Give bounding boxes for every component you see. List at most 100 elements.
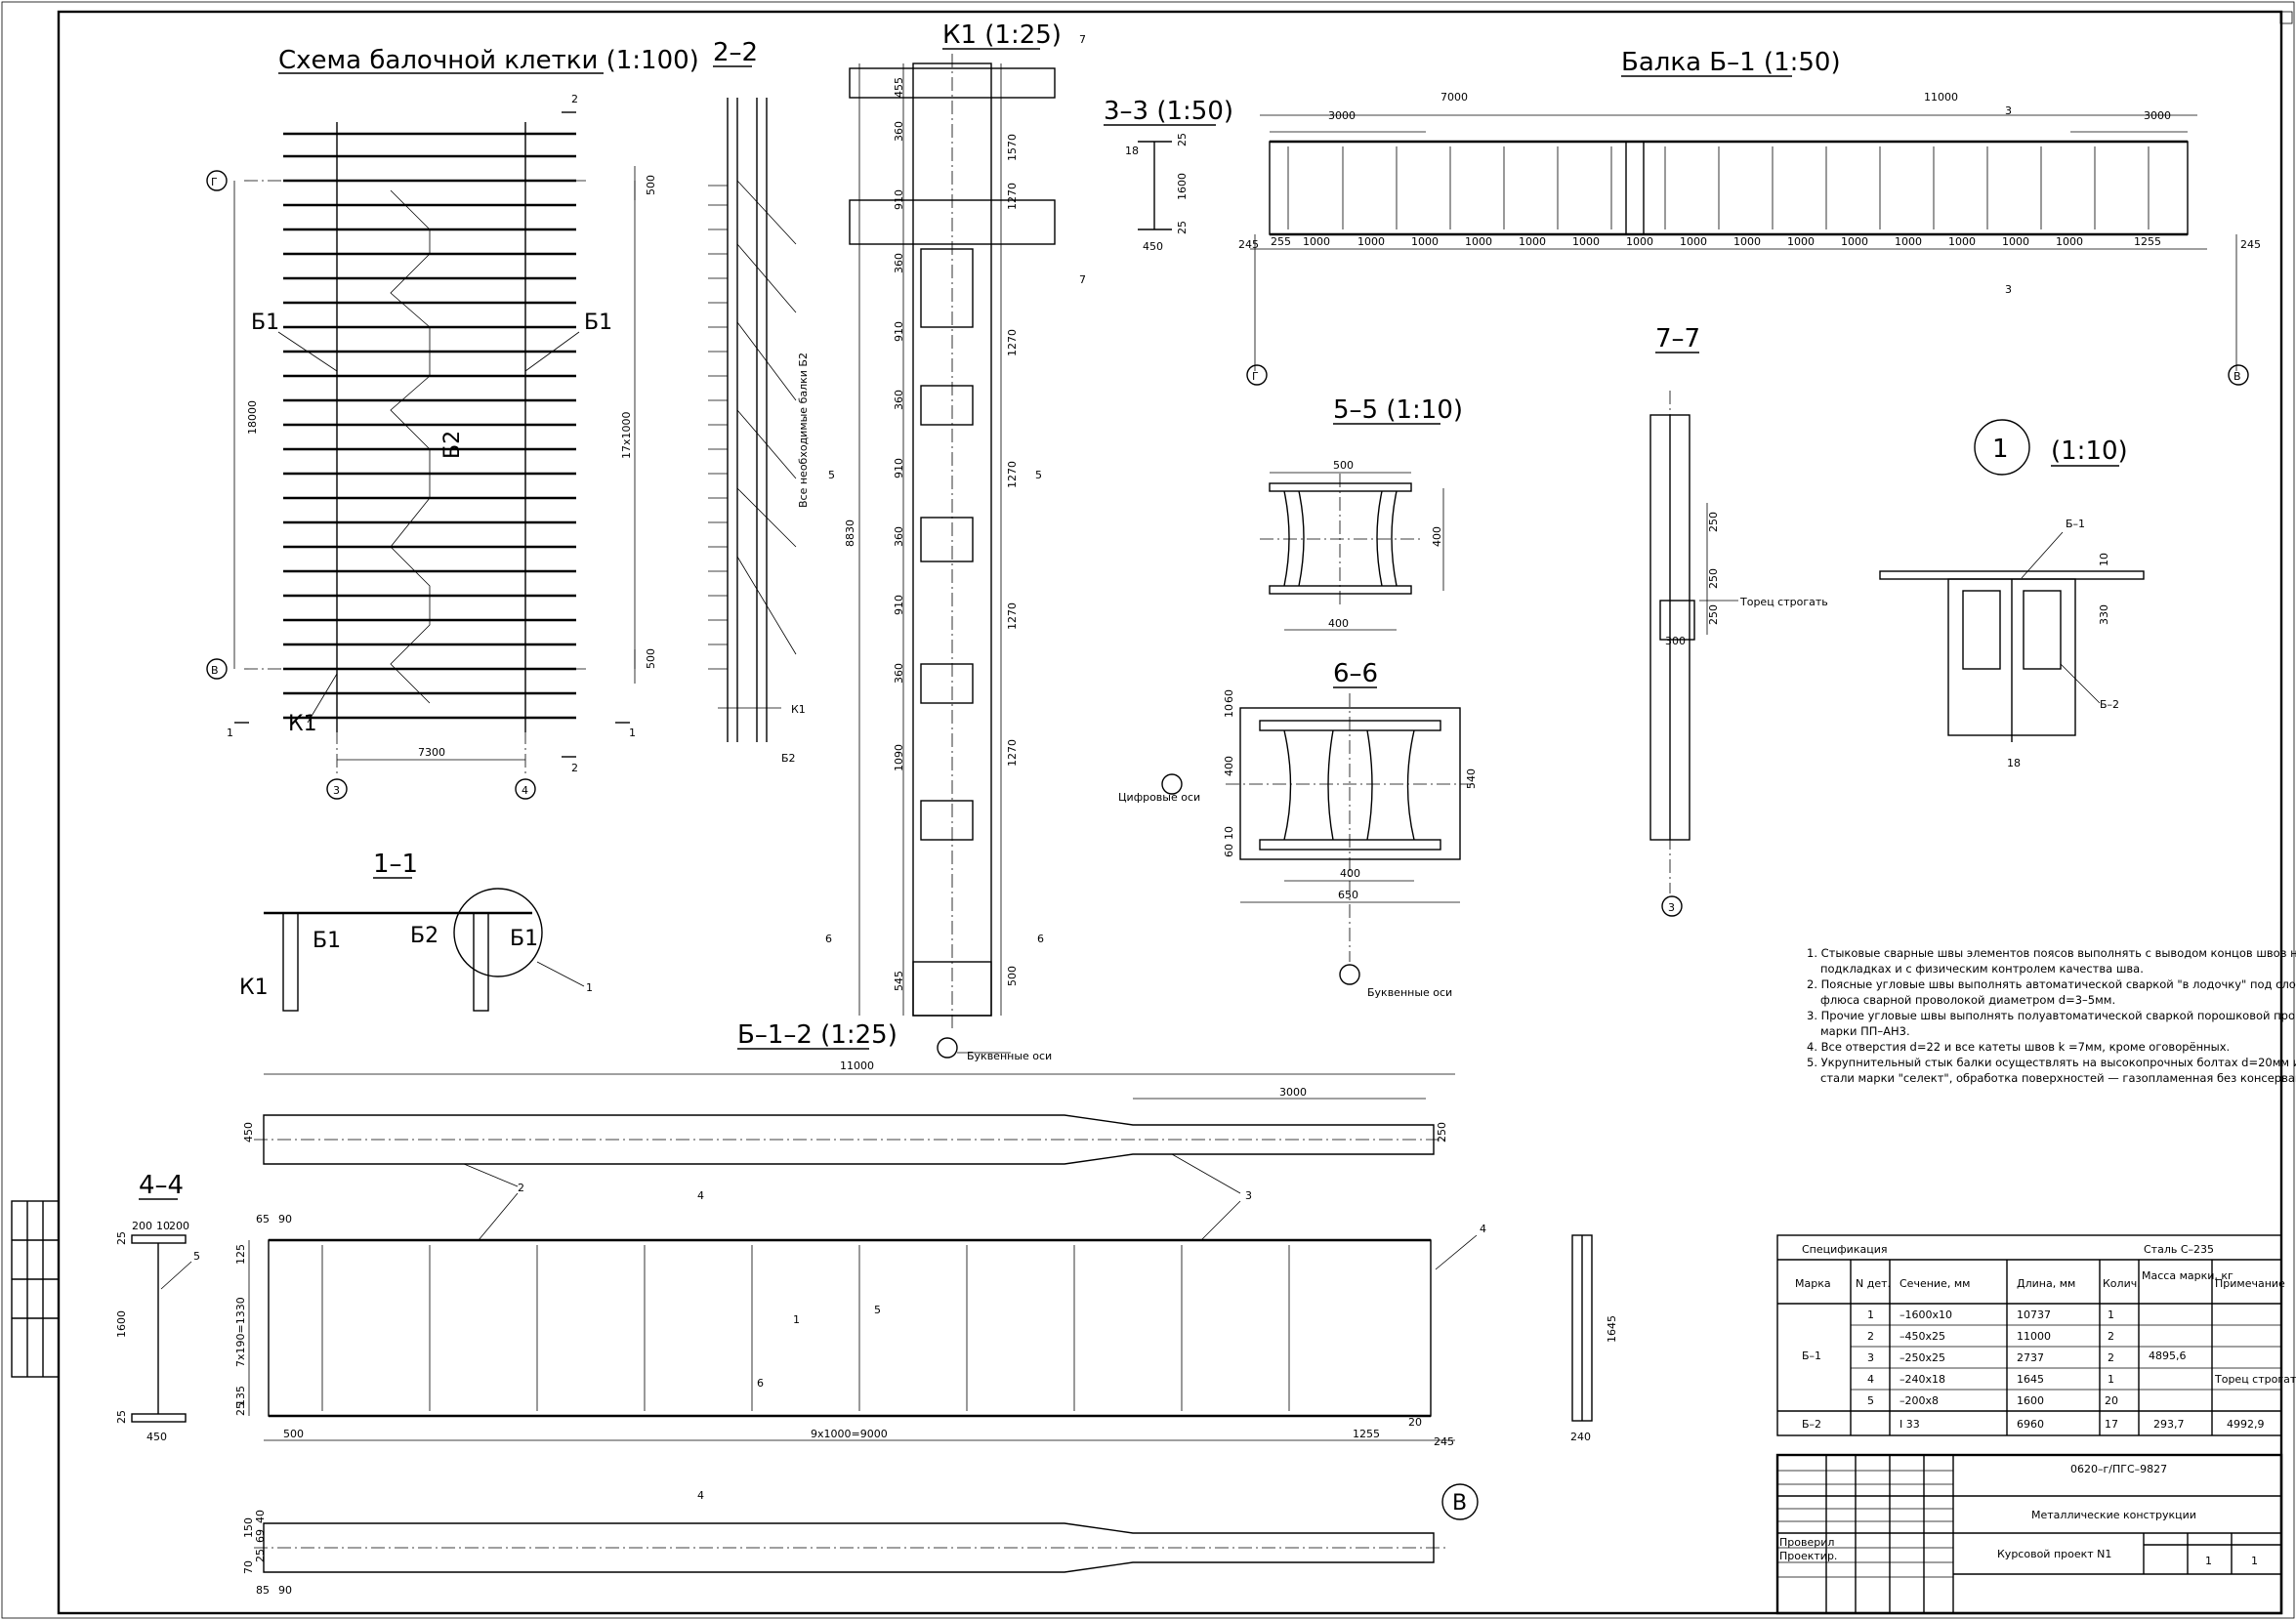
beam-b12-web [268, 1239, 1432, 1417]
spec-h-qty: Колич. [2103, 1277, 2141, 1290]
spec-r5-mark: Б–2 [1802, 1418, 1821, 1431]
section-2-2-ribs [708, 180, 797, 709]
beam-b1-cut3-top: 3 [2005, 104, 2012, 117]
section-4-4-d450: 450 [146, 1431, 167, 1443]
section-4-4: 4–4 200 10 200 25 1600 25 450 5 [115, 1171, 200, 1443]
column-k1: К1 (1:25) 455 360 910 360 910 360 910 36… [825, 21, 1086, 1062]
beam-b1-axis-v [2228, 364, 2249, 386]
spec-r5-len: 6960 [2017, 1418, 2044, 1431]
general-notes: 1. Стыковые сварные швы элементов поясов… [1807, 946, 2296, 1085]
section-1-1-title: 1–1 [373, 850, 418, 879]
node-1-d330: 330 [2098, 604, 2110, 625]
stamp-checked: Проверил [1779, 1536, 1834, 1549]
spec-r0-mark: Б–1 [1802, 1350, 1821, 1362]
column-dim-r-1270-4: 1270 [1006, 602, 1019, 630]
beam-b1-b11: 1000 [1787, 235, 1815, 248]
spec-title: Спецификация [1802, 1243, 1887, 1256]
spec-r3-qty: 1 [2108, 1373, 2114, 1386]
spec-r0-sec: –1600x10 [1899, 1308, 1952, 1321]
column-dim-1090: 1090 [893, 744, 905, 771]
main-beams [336, 122, 526, 732]
dim-lines-plan [233, 166, 636, 761]
note-line-6: марки ПП–АН3. [1820, 1024, 1910, 1038]
spec-r4-n: 5 [1867, 1394, 1874, 1407]
column-base [912, 961, 992, 1017]
section-6-6-note-letter: Буквенные оси [1367, 986, 1452, 999]
beam-b12-bd5: 90 [278, 1584, 292, 1597]
specification-table: Спецификация Сталь С–235 Марка N дет. Се… [1776, 1234, 2296, 1436]
spec-r0-qty: 1 [2108, 1308, 2114, 1321]
column-dim-r-1270-1: 1270 [1006, 183, 1019, 210]
cut-1-right: 1 [629, 727, 636, 739]
column-splice-plates [920, 248, 974, 841]
spec-r3-n: 4 [1867, 1373, 1874, 1386]
spec-r2-len: 2737 [2017, 1351, 2044, 1364]
beam-b12-bd4: 85 [256, 1584, 270, 1597]
beam-b12-d3000: 3000 [1279, 1086, 1307, 1099]
beam-b1-b4: 1000 [1411, 235, 1439, 248]
label-b2: Б2 [440, 431, 465, 459]
beam-b1-b14: 1000 [1948, 235, 1976, 248]
axis-3-label: 3 [333, 784, 340, 797]
beam-b12-d1255: 1255 [1353, 1428, 1380, 1440]
beam-b12-p2: 2 [518, 1182, 524, 1194]
column-k1-title: К1 (1:25) [942, 21, 1062, 50]
bracing-zigzag [390, 189, 431, 704]
beam-b1-b18: 245 [2240, 238, 2261, 251]
beam-b1-d11000: 11000 [1924, 91, 1958, 104]
section-6-6-letter-axis [1339, 964, 1360, 985]
dim-500-bottom: 500 [645, 648, 657, 669]
section-6-6: 6–6 540 400 400 650 10 60 60 10 Цифровые… [1118, 659, 1478, 999]
section-6-6-note-digit: Цифровые оси [1118, 791, 1200, 804]
section-2-2-note: Все необходимые балки Б2 [797, 353, 810, 508]
beam-b1-b9: 1000 [1680, 235, 1707, 248]
column-dim-910-2: 910 [893, 321, 905, 342]
section-1-1: 1–1 Б1 Б2 Б1 К1 1 [239, 850, 593, 1012]
section-3-3: 3–3 (1:50) 18 1600 25 25 450 [1104, 97, 1233, 253]
beam-b1-d3000a: 3000 [1328, 109, 1356, 122]
spec-h-mark: Марка [1795, 1277, 1831, 1290]
axis-4-circle [515, 778, 536, 800]
beam-b12-cut4-bottom: 4 [697, 1489, 704, 1502]
section-7-7-axis [1661, 895, 1683, 917]
section-7-7-d300: 300 [1665, 635, 1686, 647]
stamp-discipline: Металлические конструкции [2031, 1509, 2196, 1521]
section-6-6-d60a: 60 [1223, 689, 1235, 703]
note-line-4: флюса сварной проволокой диаметром d=3–5… [1820, 993, 2115, 1007]
beam-b12-title: Б–1–2 (1:25) [737, 1020, 898, 1050]
beam-b1-b8: 1000 [1626, 235, 1653, 248]
column-head-plate [849, 67, 1056, 99]
left-binding-strip [11, 1200, 60, 1378]
beam-b12-d135: 135 [234, 1386, 247, 1406]
section-5-5-title: 5–5 (1:10) [1333, 395, 1463, 425]
spec-r5-sec: I 33 [1899, 1418, 1920, 1431]
beam-b12-bottom-flange [263, 1522, 1435, 1573]
spec-r2-qty: 2 [2108, 1351, 2114, 1364]
beam-b12-cut4-top: 4 [697, 1189, 704, 1202]
section-4-4-d200b: 200 [169, 1220, 189, 1232]
corner-mark [2279, 11, 2293, 24]
beam-b12-d25: 25 [234, 1402, 247, 1416]
section-4-4-d200a: 200 [132, 1220, 152, 1232]
spec-r1-n: 2 [1867, 1330, 1874, 1343]
node-1-b1: Б–1 [2066, 518, 2085, 530]
section-4-4-title: 4–4 [139, 1171, 184, 1200]
beam-b1-dimlines [1250, 114, 2237, 371]
spec-h-length: Длина, мм [2017, 1277, 2075, 1290]
section-7-7-note: Торец строгать [1739, 596, 1828, 608]
beam-b12-p3: 3 [1245, 1189, 1252, 1202]
section-7-7-d250c: 250 [1707, 604, 1720, 625]
spec-h-n: N дет. [1856, 1277, 1891, 1290]
column-beam-connection [849, 199, 1056, 245]
section-1-1-node: 1 [586, 981, 593, 994]
cut-2-bottom: 2 [571, 762, 578, 774]
section-3-3-d25a: 25 [1176, 133, 1189, 146]
section-5-5: 5–5 (1:10) 500 400 400 [1260, 395, 1463, 631]
section-2-2-b2: Б2 [781, 752, 796, 765]
section-4-4-d10: 10 [156, 1220, 170, 1232]
title-block: 0620–г/ПГС–9827 Металлические конструкци… [1775, 1453, 2283, 1615]
section-7-7-d250a: 250 [1707, 512, 1720, 532]
cut-1-left: 1 [227, 727, 233, 739]
column-dim-910-3: 910 [893, 458, 905, 478]
